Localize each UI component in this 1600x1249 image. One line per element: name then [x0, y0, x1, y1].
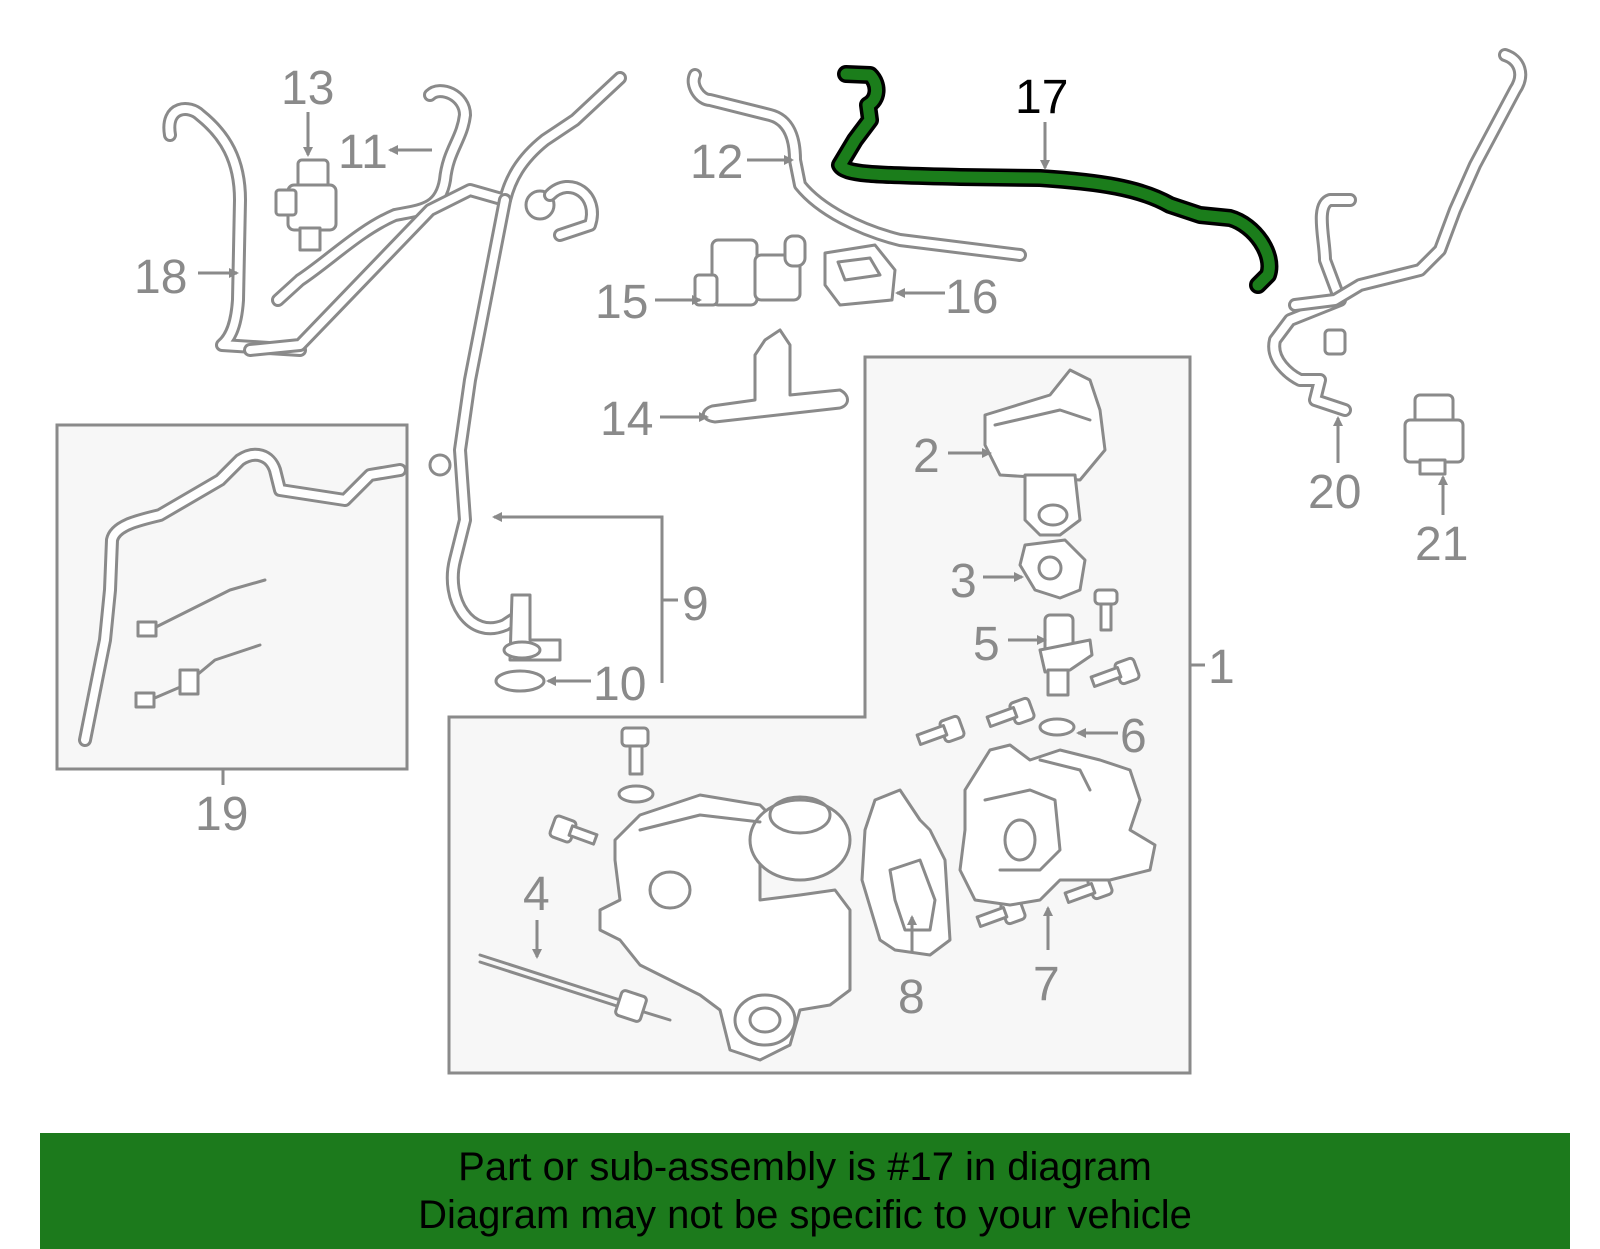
callout-19: 19	[195, 788, 248, 841]
part-6-o-ring	[1038, 717, 1076, 737]
banner-line-1: Part or sub-assembly is #17 in diagram	[458, 1145, 1152, 1189]
part-17-hose-highlighted	[831, 65, 1279, 294]
part-20-hose	[1267, 48, 1528, 417]
callout-17: 17	[1015, 71, 1068, 124]
banner-line-2: Diagram may not be specific to your vehi…	[418, 1193, 1192, 1237]
callout-14: 14	[600, 393, 653, 446]
part-15-valve	[693, 234, 807, 307]
leader-lines	[198, 112, 1448, 959]
callout-21: 21	[1415, 518, 1468, 571]
part-7-housing	[958, 743, 1157, 907]
callout-7: 7	[1033, 958, 1060, 1011]
part-3-gasket	[1018, 538, 1087, 600]
part-21-valve	[1403, 393, 1465, 476]
part-19-kit	[78, 447, 407, 747]
callout-18: 18	[134, 251, 187, 304]
part-12-pipe	[686, 68, 1027, 262]
egr-cooler	[598, 793, 852, 1062]
part-18-hose	[162, 102, 307, 357]
callout-16: 16	[945, 271, 998, 324]
callout-labels: 13 11 18 12 17 15 16 14 2 3 5 6 1 9 10 4…	[134, 62, 1468, 1024]
callout-8: 8	[898, 971, 925, 1024]
callout-3: 3	[950, 555, 977, 608]
callout-10: 10	[593, 658, 646, 711]
part-8-gasket	[860, 788, 952, 957]
callout-1: 1	[1208, 641, 1235, 694]
part-2-actuator	[983, 368, 1107, 537]
callout-20: 20	[1308, 466, 1361, 519]
part-14-bracket	[701, 328, 849, 424]
callout-15: 15	[595, 276, 648, 329]
callout-6: 6	[1120, 710, 1147, 763]
part-10-o-ring	[494, 669, 546, 693]
callout-4: 4	[523, 868, 550, 921]
part-16-bracket	[823, 243, 897, 307]
callout-2: 2	[913, 430, 940, 483]
info-banner: Part or sub-assembly is #17 in diagram D…	[40, 1133, 1570, 1249]
part-13-valve	[274, 158, 338, 252]
part-11-hose	[271, 84, 472, 307]
callout-5: 5	[973, 618, 1000, 671]
callout-13: 13	[281, 62, 334, 115]
part-4-sensor-rod	[478, 953, 672, 1023]
callout-11: 11	[338, 126, 388, 179]
callout-9: 9	[682, 578, 709, 631]
callout-12: 12	[690, 136, 743, 189]
part-9-pipe	[243, 71, 627, 662]
